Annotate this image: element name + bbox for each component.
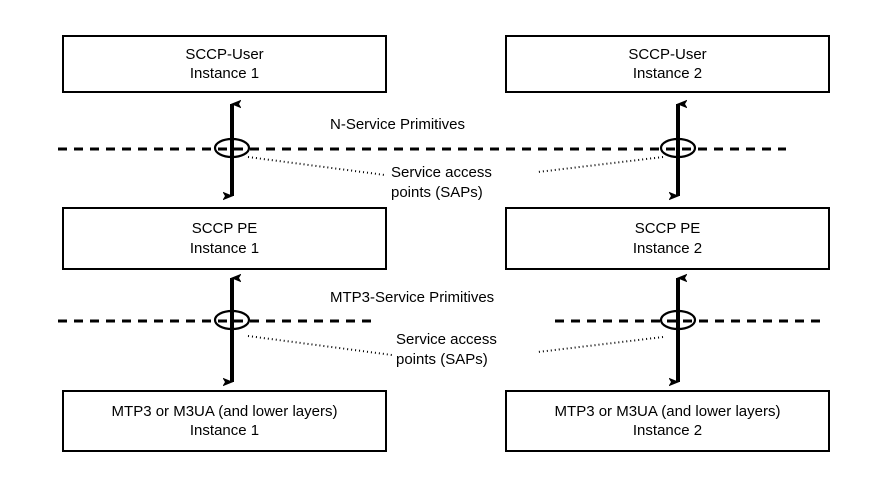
box-sccp-pe-instance-2[interactable]: SCCP PE Instance 2 [505,207,830,270]
box-label-line1: SCCP-User [185,45,264,63]
box-label-line2: Instance 1 [189,65,260,82]
box-label-line1: SCCP-User [628,45,707,63]
label-mtp3-service-primitives: MTP3-Service Primitives [330,289,495,306]
label-sap-lower: Service access points (SAPs) [396,331,497,368]
box-mtp3-instance-1[interactable]: MTP3 or M3UA (and lower layers) Instance… [62,390,387,452]
box-label-line2: Instance 2 [632,65,703,82]
box-sccp-pe-instance-1[interactable]: SCCP PE Instance 1 [62,207,387,270]
box-label-line2: Instance 2 [632,239,703,257]
sap-ellipse-lower-left [213,309,251,331]
box-label-line2: Instance 2 [632,422,703,439]
box-sccp-user-instance-2[interactable]: SCCP-User Instance 2 [505,35,830,93]
box-label-line1: MTP3 or M3UA (and lower layers) [111,402,338,420]
leader-lower-right [537,336,664,353]
box-mtp3-instance-2[interactable]: MTP3 or M3UA (and lower layers) Instance… [505,390,830,452]
box-label-line1: MTP3 or M3UA (and lower layers) [554,402,781,420]
box-sccp-user-instance-1[interactable]: SCCP-User Instance 1 [62,35,387,93]
sap-ellipse-upper-left [213,137,251,159]
box-label-line1: SCCP PE [191,220,258,238]
box-label-line2: Instance 1 [189,422,260,439]
box-label-line1: SCCP PE [634,220,701,238]
sap-ellipse-upper-right [659,137,697,159]
sap-ellipse-lower-right [659,309,697,331]
label-n-service-primitives: N-Service Primitives [330,116,466,133]
box-label-line2: Instance 1 [189,239,260,257]
leader-upper-right [537,156,664,173]
leader-upper-left [247,156,386,176]
label-sap-upper: Service access points (SAPs) [391,164,492,201]
leader-lower-left [247,335,393,356]
